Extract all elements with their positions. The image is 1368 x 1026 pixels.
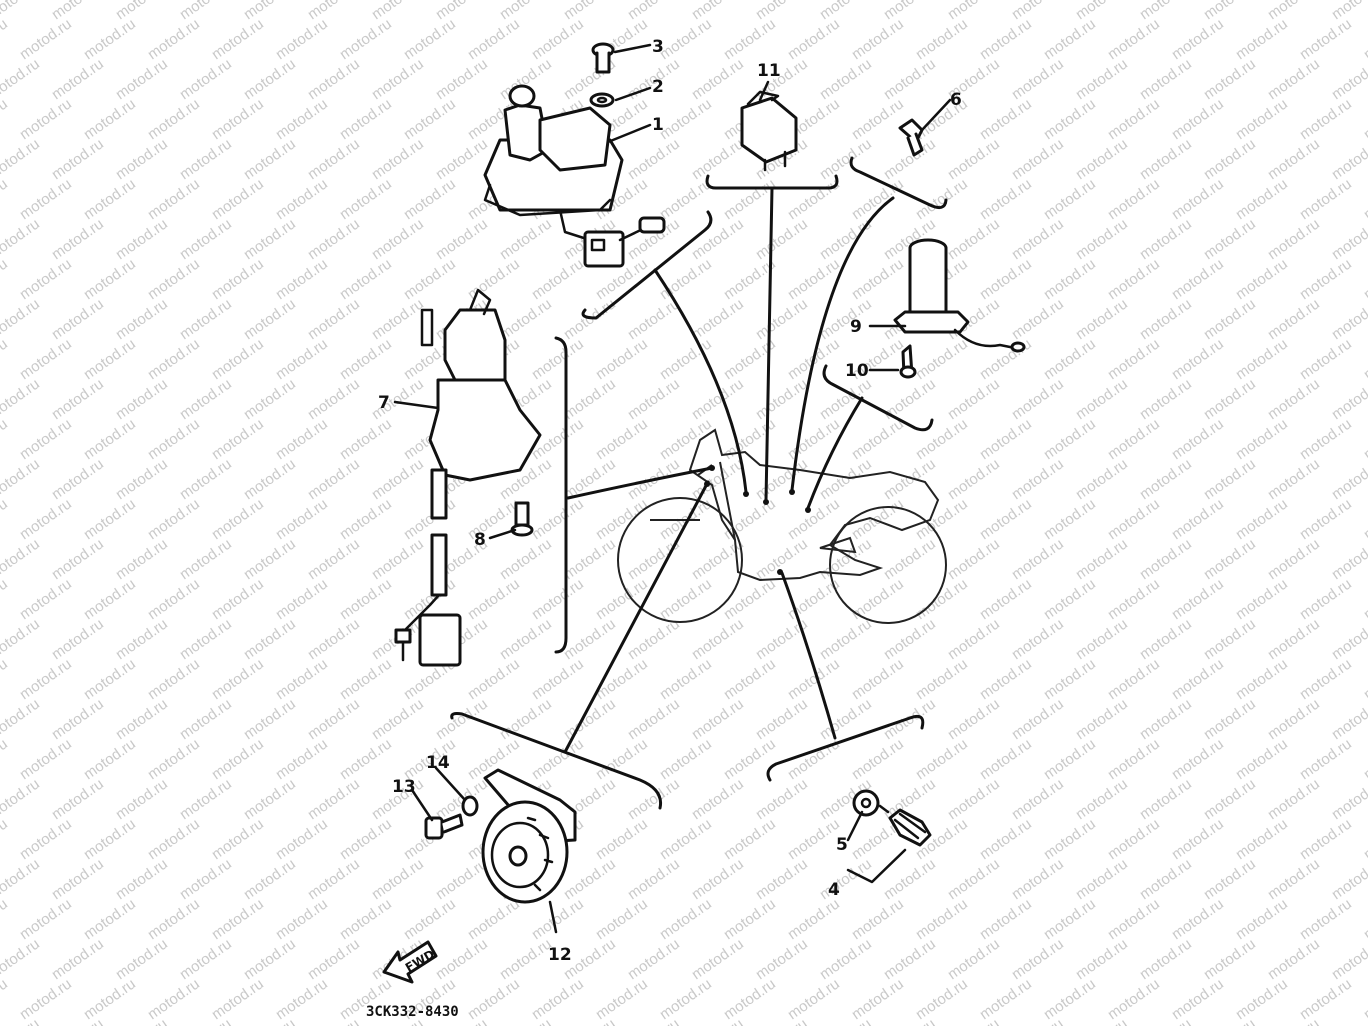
part-4-bolt (878, 804, 932, 847)
fwd-arrow-icon: FWD (382, 940, 438, 984)
callout-4: 4 (828, 880, 840, 900)
callout-6: 6 (950, 90, 962, 110)
group-brackets (450, 156, 948, 810)
callout-1: 1 (652, 115, 664, 135)
part-11-relay (740, 90, 798, 172)
callout-labels: 3 2 1 11 6 9 10 7 8 13 14 5 4 12 (378, 37, 962, 965)
part-5-washer (852, 789, 880, 817)
part-8-bolt (510, 501, 534, 537)
part-7-main-switch (394, 288, 542, 667)
part-9-sensor (893, 238, 1026, 353)
callout-10: 10 (845, 361, 869, 381)
callout-12: 12 (548, 945, 572, 965)
callout-11: 11 (757, 61, 781, 81)
motorcycle-outline (617, 428, 947, 624)
callout-2: 2 (652, 77, 664, 97)
part-3-screw (591, 42, 615, 74)
part-12-horn (481, 768, 577, 904)
callout-14: 14 (426, 753, 450, 773)
callout-13: 13 (392, 777, 416, 797)
part-13-bolt (424, 813, 464, 840)
callout-7: 7 (378, 393, 390, 413)
part-10-screw (899, 344, 917, 379)
part-2-washer (589, 92, 615, 108)
part-14-washer (461, 795, 479, 817)
part-1-servo-unit (483, 84, 666, 268)
callout-8: 8 (474, 530, 486, 550)
callout-9: 9 (850, 317, 862, 337)
leader-lines (563, 186, 895, 754)
part-6-bolt (898, 118, 924, 157)
diagram-code: 3CK332-8430 (366, 1004, 459, 1020)
callout-3: 3 (652, 37, 664, 57)
callout-5: 5 (836, 835, 848, 855)
